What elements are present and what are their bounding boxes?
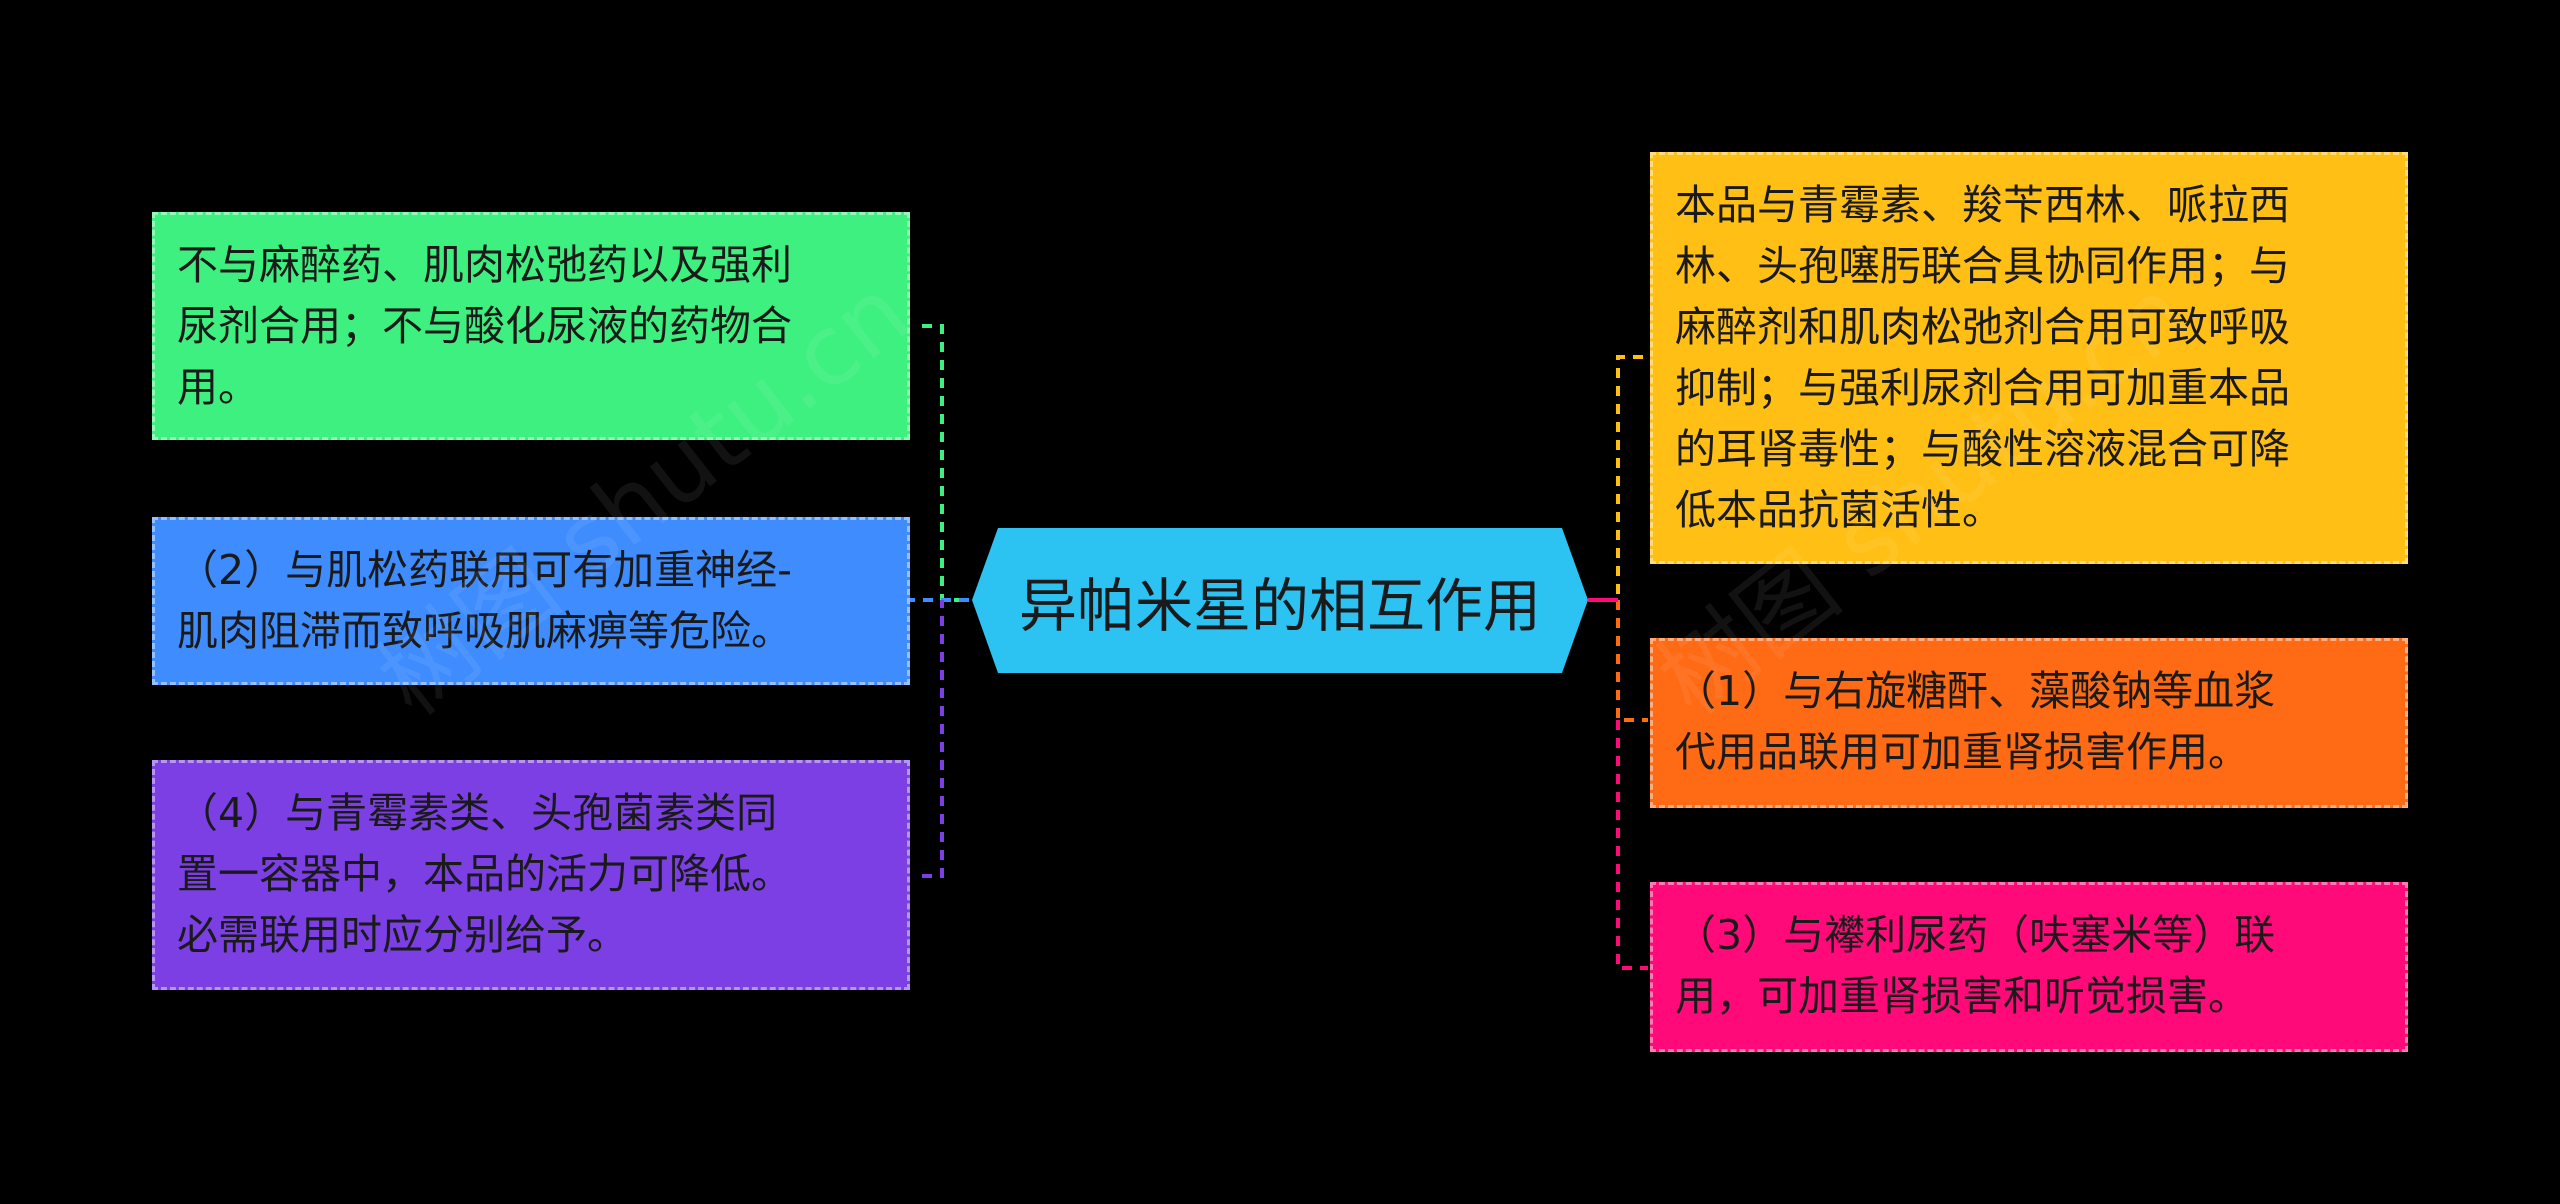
connector-r2: [1616, 600, 1648, 722]
node-text-line: 尿剂合用；不与酸化尿液的药物合: [177, 302, 792, 350]
node-text-line: 置一容器中，本品的活力可降低。: [177, 850, 792, 898]
central-topic[interactable]: 异帕米星的相互作用: [972, 528, 1588, 673]
node-text-line: （2）与肌松药联用可有加重神经-: [177, 546, 792, 594]
node-text-line: 肌肉阻滞而致呼吸肌麻痹等危险。: [177, 607, 792, 655]
connector-r3: [1616, 720, 1648, 970]
central-topic-label: 异帕米星的相互作用: [1018, 571, 1541, 640]
connector-r1: [1588, 355, 1648, 602]
node-text-line: 不与麻醉药、肌肉松弛药以及强利: [177, 241, 792, 289]
branch-node-right-3[interactable]: （3）与襻利尿药（呋塞米等）联 用，可加重肾损害和听觉损害。: [1650, 882, 2408, 1052]
node-text-line: （3）与襻利尿药（呋塞米等）联: [1675, 911, 2276, 959]
node-text-line: 林、头孢噻肟联合具协同作用；与: [1675, 242, 2290, 290]
node-text-line: （4）与青霉素类、头孢菌素类同: [177, 789, 778, 837]
connector-l1: [922, 324, 972, 602]
node-text-line: 低本品抗菌活性。: [1675, 486, 2003, 534]
node-text-line: 用，可加重肾损害和听觉损害。: [1675, 972, 2249, 1020]
node-text-line: 本品与青霉素、羧苄西林、哌拉西: [1675, 181, 2290, 229]
node-text-line: 必需联用时应分别给予。: [177, 911, 628, 959]
node-text-line: 代用品联用可加重肾损害作用。: [1675, 728, 2249, 776]
node-text-line: 麻醉剂和肌肉松弛剂合用可致呼吸: [1675, 303, 2290, 351]
branch-node-left-3[interactable]: （4）与青霉素类、头孢菌素类同 置一容器中，本品的活力可降低。 必需联用时应分别…: [152, 760, 910, 990]
node-text-line: 的耳肾毒性；与酸性溶液混合可降: [1675, 425, 2290, 473]
branch-node-left-1[interactable]: 不与麻醉药、肌肉松弛药以及强利 尿剂合用；不与酸化尿液的药物合 用。: [152, 212, 910, 440]
branch-node-left-2[interactable]: （2）与肌松药联用可有加重神经- 肌肉阻滞而致呼吸肌麻痹等危险。: [152, 517, 910, 685]
node-text-line: （1）与右旋糖酐、藻酸钠等血浆: [1675, 667, 2276, 715]
node-text-line: 用。: [177, 363, 259, 411]
connector-l3: [922, 600, 944, 878]
branch-node-right-2[interactable]: （1）与右旋糖酐、藻酸钠等血浆 代用品联用可加重肾损害作用。: [1650, 638, 2408, 808]
branch-node-right-1[interactable]: 本品与青霉素、羧苄西林、哌拉西 林、头孢噻肟联合具协同作用；与 麻醉剂和肌肉松弛…: [1650, 152, 2408, 564]
node-text-line: 抑制；与强利尿剂合用可加重本品: [1675, 364, 2290, 412]
